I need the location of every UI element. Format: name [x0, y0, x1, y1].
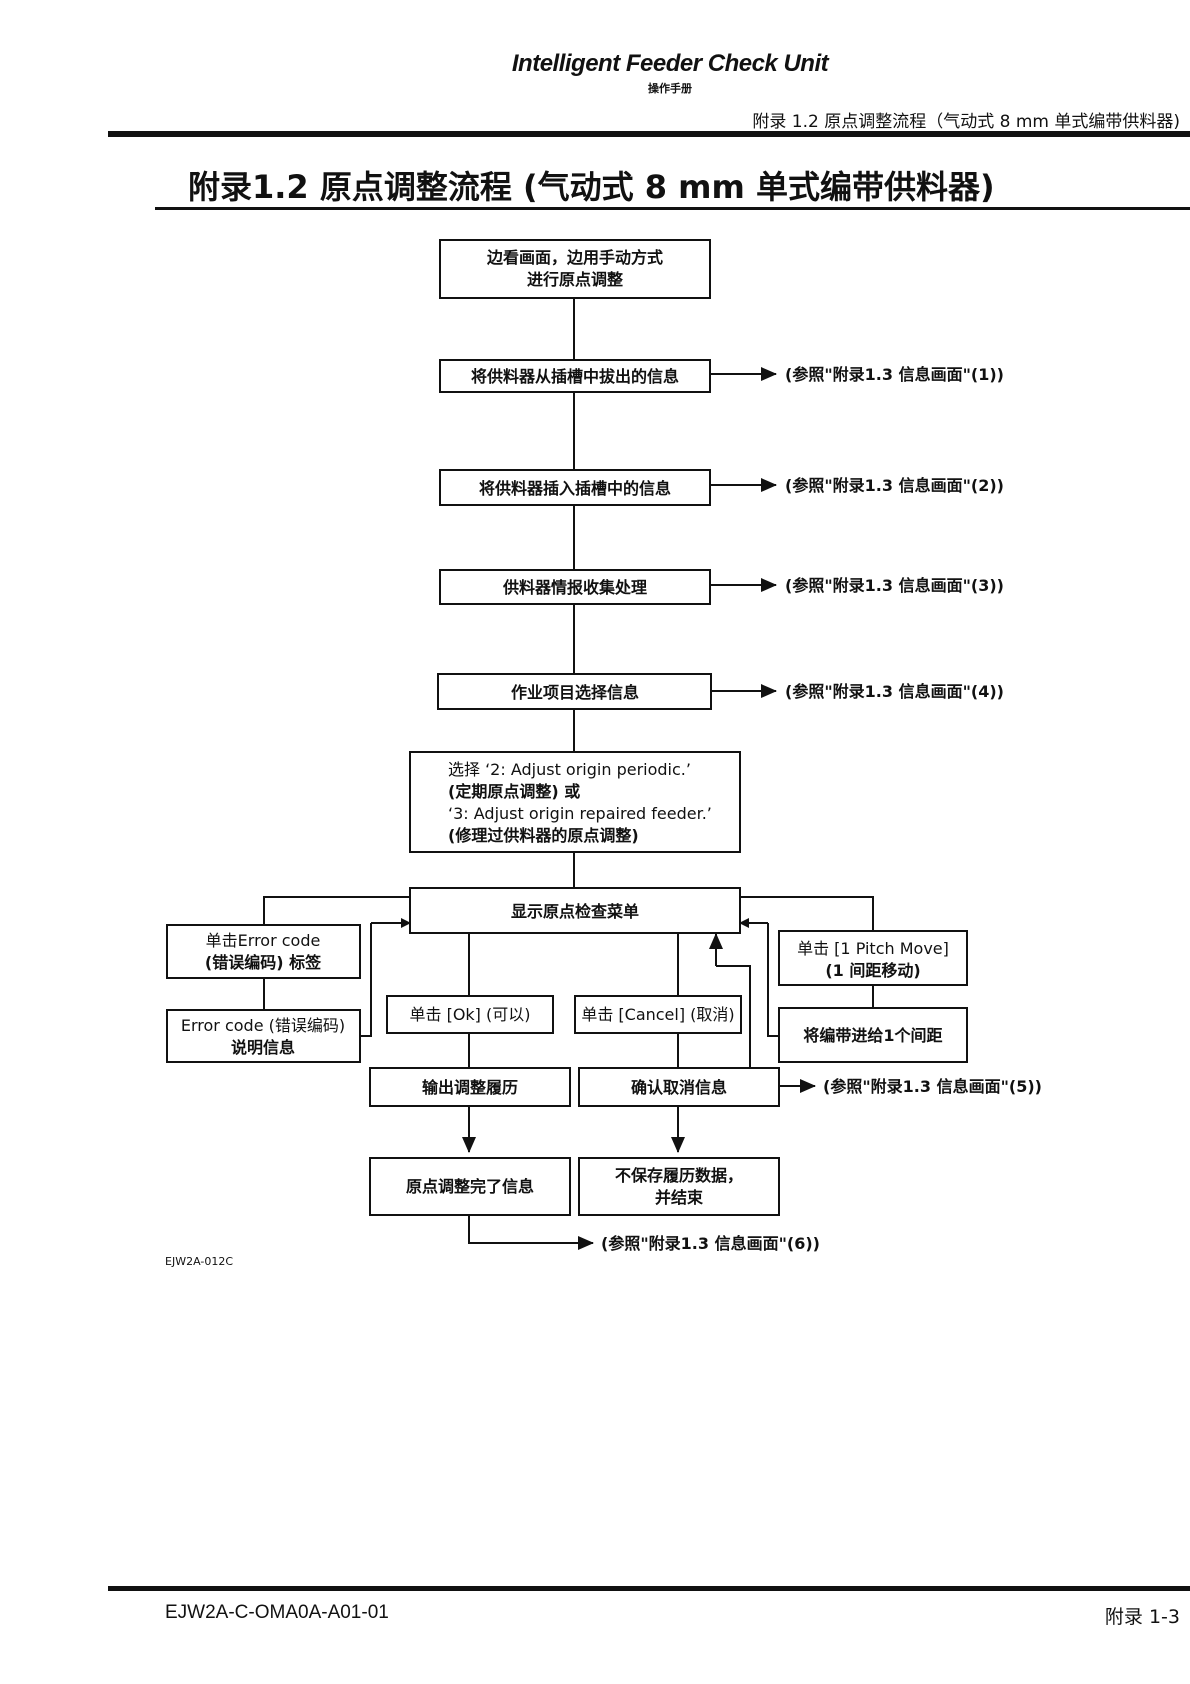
ref-3: (参照"附录1.3 信息画面"(3))	[785, 576, 1004, 595]
error-tab-box	[166, 924, 361, 979]
ref-2: (参照"附录1.3 信息画面"(2))	[785, 476, 1004, 495]
diagram-id: EJW2A-012C	[165, 1255, 233, 1268]
no-save-line2: 并结束	[655, 1188, 704, 1207]
step-remove-feeder-box	[439, 359, 711, 393]
feed-pitch-label: 将编带进给1个间距	[803, 1026, 942, 1045]
step-manual-adjust-box	[439, 239, 711, 299]
title-rule	[155, 207, 1190, 210]
error-info-line2: 说明信息	[231, 1038, 295, 1057]
step-insert-feeder-box	[439, 469, 711, 506]
step-collect-info-label: 供料器情报收集处理	[502, 578, 647, 597]
feed-pitch-box	[778, 1007, 968, 1063]
menu-label: 显示原点检查菜单	[511, 902, 639, 921]
step-collect-info-box	[439, 569, 711, 605]
ref-4: (参照"附录1.3 信息画面"(4))	[785, 682, 1004, 701]
connectors	[263, 298, 874, 1250]
menu-box	[409, 887, 741, 934]
pitch-move-line2: (1 间距移动)	[825, 961, 920, 980]
error-info-line1: Error code (错误编码)	[181, 1016, 345, 1035]
select-option-line4: (修理过供料器的原点调整)	[448, 826, 639, 845]
complete-label: 原点调整完了信息	[406, 1177, 534, 1196]
step-insert-feeder-label: 将供料器插入插槽中的信息	[479, 479, 671, 498]
step-remove-feeder-label: 将供料器从插槽中拔出的信息	[471, 367, 679, 386]
complete-box	[369, 1157, 571, 1216]
step-select-work-box	[437, 673, 712, 710]
output-history-box	[369, 1067, 571, 1107]
step-select-option-box	[409, 751, 741, 853]
output-history-label: 输出调整履历	[422, 1078, 518, 1097]
cancel-label: 单击 [Cancel] (取消)	[581, 1005, 734, 1024]
select-option-line1: 选择 ‘2: Adjust origin periodic.’	[448, 760, 691, 779]
product-title: Intelligent Feeder Check Unit	[511, 50, 829, 77]
step-manual-adjust-line2: 进行原点调整	[527, 270, 623, 289]
confirm-cancel-box	[578, 1067, 780, 1107]
cancel-box	[574, 995, 742, 1034]
document-code: EJW2A-C-OMA0A-A01-01	[165, 1602, 389, 1623]
header-rule	[108, 131, 1190, 137]
step-manual-adjust-line1: 边看画面，边用手动方式	[486, 248, 663, 267]
manual-label: 操作手册	[648, 82, 692, 95]
ref-6: (参照"附录1.3 信息画面"(6))	[601, 1234, 820, 1253]
error-info-box	[166, 1009, 361, 1063]
ref-5: (参照"附录1.3 信息画面"(5))	[823, 1077, 1042, 1096]
running-section-header: 附录 1.2 原点调整流程（气动式 8 mm 单式编带供料器)	[752, 112, 1180, 132]
ok-box	[386, 995, 554, 1034]
ref-1: (参照"附录1.3 信息画面"(1))	[785, 365, 1004, 384]
footer-rule	[108, 1586, 1190, 1591]
pitch-move-line1: 单击 [1 Pitch Move]	[797, 939, 949, 958]
page-number: 附录 1-3	[1104, 1606, 1180, 1628]
error-tab-line1: 单击Error code	[206, 931, 321, 950]
select-option-line2: (定期原点调整) 或	[448, 782, 580, 801]
select-option-line3: ‘3: Adjust origin repaired feeder.’	[448, 804, 712, 823]
no-save-line1: 不保存履历数据，	[615, 1166, 743, 1185]
confirm-cancel-label: 确认取消信息	[631, 1078, 727, 1097]
error-tab-line2: (错误编码) 标签	[205, 953, 322, 972]
ok-label: 单击 [Ok] (可以)	[409, 1005, 530, 1024]
step-select-work-label: 作业项目选择信息	[511, 683, 639, 702]
pitch-move-box	[778, 930, 968, 986]
page-title: 附录1.2 原点调整流程 (气动式 8 mm 单式编带供料器)	[188, 168, 995, 206]
no-save-box	[578, 1157, 780, 1216]
